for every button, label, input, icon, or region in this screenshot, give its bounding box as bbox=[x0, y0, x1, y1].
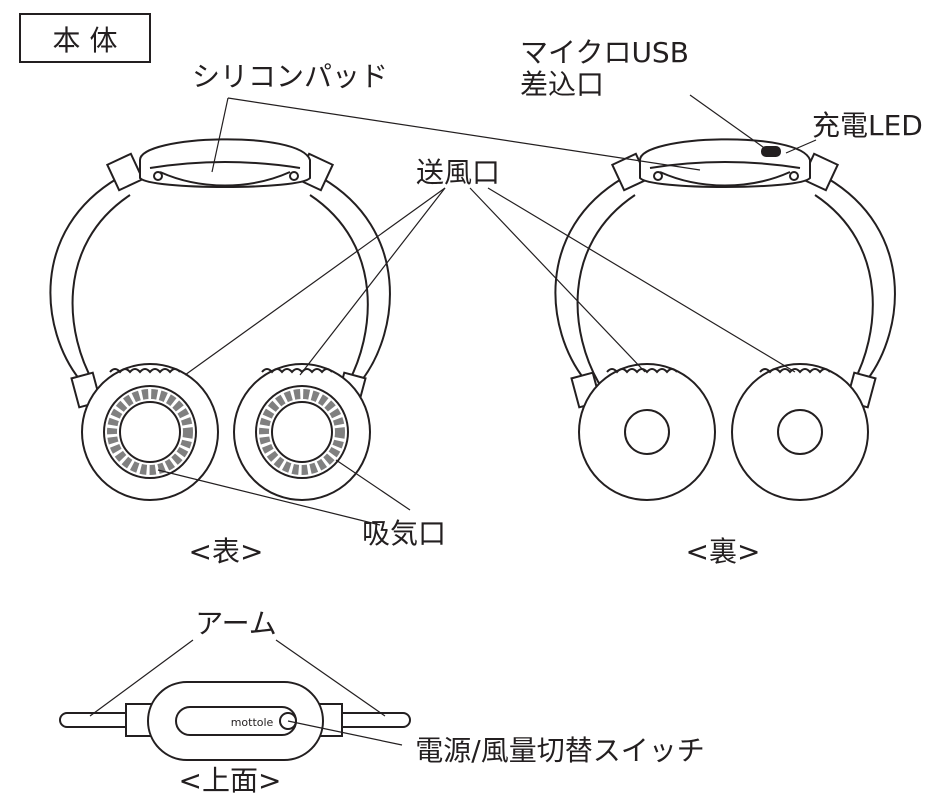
text-labels: シリコンパッド マイクロUSB 差込口 充電LED 送風口 吸気口 <表> <裏… bbox=[179, 36, 923, 797]
label-air-intake: 吸気口 bbox=[362, 517, 446, 550]
back-left-ear bbox=[578, 363, 716, 501]
front-headband-outer bbox=[49, 177, 119, 381]
front-headband-inner bbox=[71, 194, 131, 386]
label-switch: 電源/風量切替スイッチ bbox=[415, 734, 704, 767]
leader-lines bbox=[89, 94, 817, 746]
front-headband-outer-r bbox=[321, 177, 391, 381]
title-text: 本 体 bbox=[53, 24, 118, 57]
front-view bbox=[49, 138, 391, 501]
label-micro-usb-2: 差込口 bbox=[520, 68, 604, 101]
back-right-ear bbox=[731, 363, 869, 501]
front-left-intake-vent bbox=[107, 389, 193, 475]
label-back-view: <裏> bbox=[686, 535, 761, 568]
brand-text: mottole bbox=[231, 716, 274, 729]
top-view: mottole bbox=[59, 681, 411, 761]
front-right-intake-vent bbox=[259, 389, 345, 475]
label-micro-usb-1: マイクロUSB bbox=[520, 36, 689, 69]
front-right-ear bbox=[233, 363, 371, 501]
label-arm: アーム bbox=[195, 607, 276, 640]
back-view bbox=[554, 138, 896, 501]
label-air-outlet: 送風口 bbox=[416, 156, 500, 189]
label-top-view: <上面> bbox=[179, 764, 282, 797]
label-silicon-pad: シリコンパッド bbox=[192, 60, 388, 93]
front-left-ear bbox=[81, 363, 219, 501]
label-front-view: <表> bbox=[189, 535, 264, 568]
label-charge-led: 充電LED bbox=[812, 109, 923, 142]
front-headband-inner-r bbox=[309, 194, 369, 386]
title-box: 本 体 bbox=[19, 13, 151, 63]
front-pad-housing bbox=[139, 138, 311, 188]
